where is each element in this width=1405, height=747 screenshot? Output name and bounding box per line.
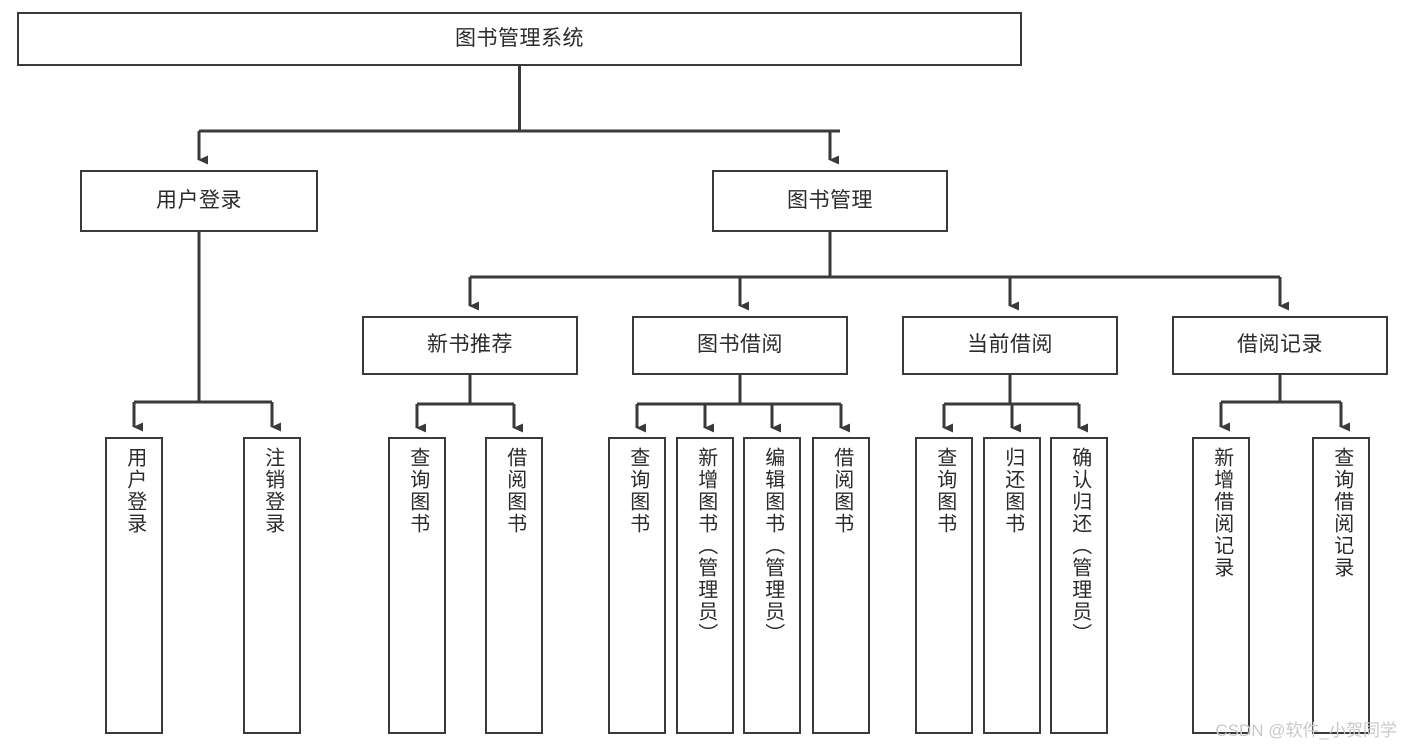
leaf-confirm-return-admin[interactable]: 确认归还（管理员） [1050,437,1108,734]
node-label: 用户登录 [123,447,146,535]
leaf-borrow-books-new[interactable]: 借阅图书 [485,437,543,734]
leaf-query-borrow-record[interactable]: 查询借阅记录 [1312,437,1370,734]
leaf-logout[interactable]: 注销登录 [243,437,301,734]
leaf-user-login[interactable]: 用户登录 [105,437,163,734]
node-label: 图书管理系统 [455,26,584,50]
node-label: 当前借阅 [967,333,1053,357]
node-book-management[interactable]: 图书管理 [712,170,948,232]
leaf-query-books-borrow[interactable]: 查询图书 [608,437,666,734]
node-label: 查询图书 [406,447,429,535]
leaf-query-books-current[interactable]: 查询图书 [915,437,973,734]
node-label: 新增借阅记录 [1210,447,1233,579]
csdn-watermark: CSDN @软件_小贺同学 [1215,721,1397,740]
node-label: 查询借阅记录 [1330,447,1353,579]
node-label: 图书借阅 [697,333,783,357]
node-book-borrowing[interactable]: 图书借阅 [632,316,848,375]
node-label: 注销登录 [261,447,284,535]
node-label: 归还图书 [1001,447,1024,535]
node-current-borrowing[interactable]: 当前借阅 [902,316,1118,375]
node-borrowing-records[interactable]: 借阅记录 [1172,316,1388,375]
node-label: 查询图书 [626,447,649,535]
leaf-edit-book-admin[interactable]: 编辑图书（管理员） [743,437,801,734]
node-root-book-management-system[interactable]: 图书管理系统 [17,12,1022,66]
node-label: 查询图书 [933,447,956,535]
node-label: 借阅记录 [1237,333,1323,357]
node-label: 新增图书（管理员） [694,447,717,645]
leaf-query-books-new[interactable]: 查询图书 [388,437,446,734]
node-label: 用户登录 [156,188,242,212]
node-label: 确认归还（管理员） [1068,447,1091,645]
node-label: 借阅图书 [503,447,526,535]
leaf-add-borrow-record[interactable]: 新增借阅记录 [1192,437,1250,734]
node-label: 新书推荐 [427,333,513,357]
leaf-borrow-books[interactable]: 借阅图书 [812,437,870,734]
node-label: 编辑图书（管理员） [761,447,784,645]
node-new-book-recommendation[interactable]: 新书推荐 [362,316,578,375]
leaf-return-books[interactable]: 归还图书 [983,437,1041,734]
leaf-add-book-admin[interactable]: 新增图书（管理员） [676,437,734,734]
node-user-login[interactable]: 用户登录 [80,170,318,232]
node-label: 图书管理 [787,188,873,212]
node-label: 借阅图书 [830,447,853,535]
